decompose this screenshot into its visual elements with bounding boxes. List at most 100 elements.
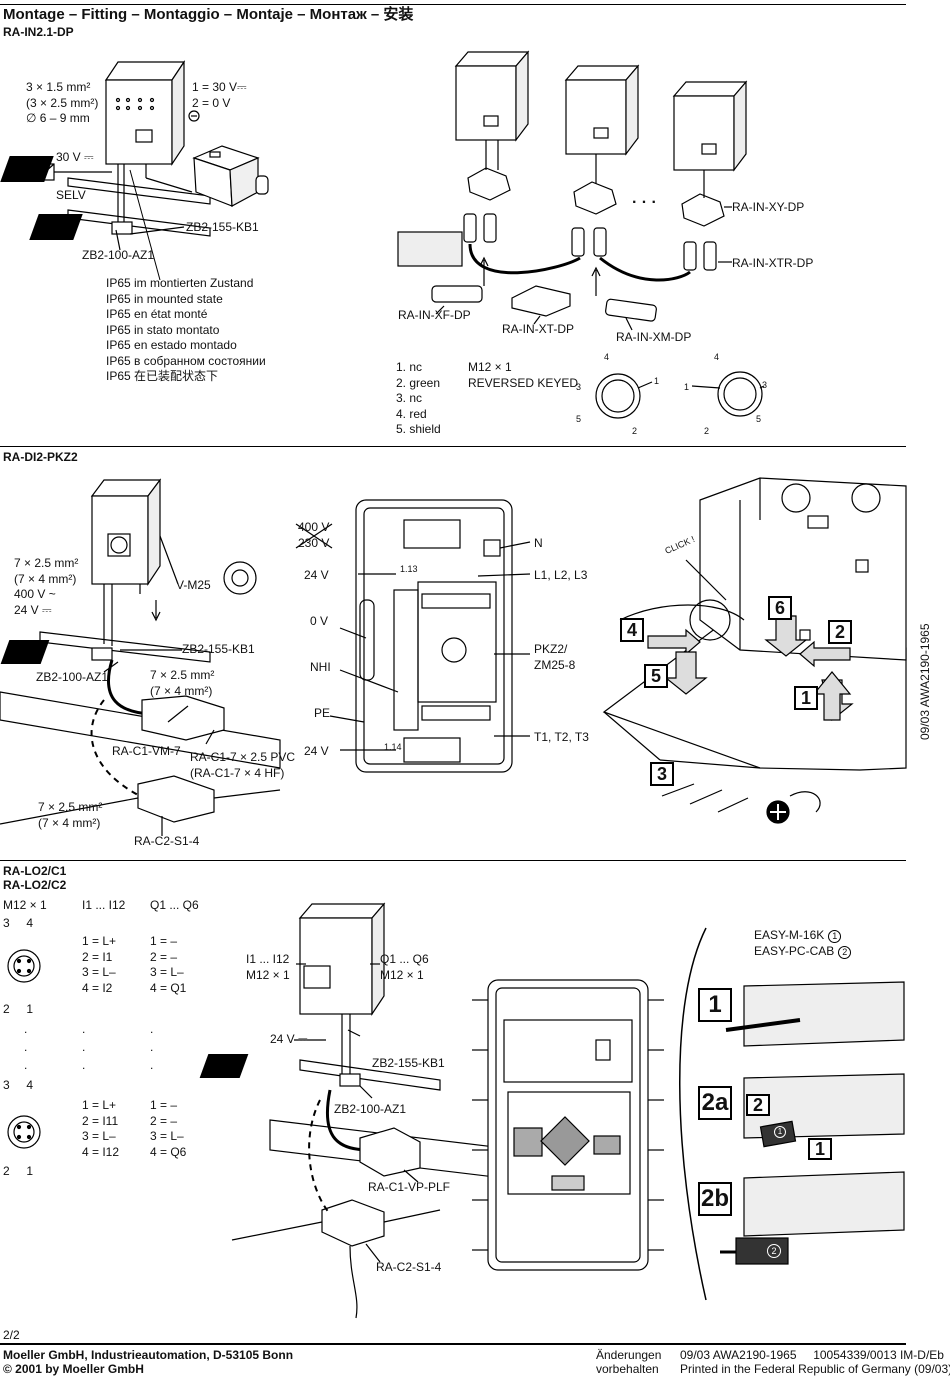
terminal-114: 1.14 (384, 742, 402, 752)
step-2-badge: 2 (828, 620, 852, 644)
section-title-ra-lo2-c2: RA-LO2/C2 (3, 878, 67, 892)
voltage-30v-label: 30 V ⎓ (56, 150, 94, 164)
footer-company: Moeller GmbH, Industrieautomation, D-531… (3, 1348, 294, 1362)
cable-spec-3: 7 × 2.5 mm²(7 × 4 mm²) (38, 800, 103, 830)
label-ra-in-xtr-dp: RA-IN-XTR-DP (732, 256, 814, 270)
continuation-dots: · · · (632, 194, 657, 211)
az1-label-di2: ZB2-100-AZ1 (36, 670, 109, 684)
top-rule (0, 4, 906, 5)
pin-numbers-top-b: 3 4 (3, 1078, 34, 1092)
page-number: 2/2 (3, 1328, 20, 1342)
label-ra-in-xy-dp: RA-IN-XY-DP (732, 200, 805, 214)
lo2-24v-label: 24 V ⎓ (270, 1032, 308, 1046)
selv-label: SELV (56, 188, 86, 202)
plf-label: RA-C1-VP-PLF (368, 1180, 451, 1194)
label-nhi: NHI (310, 660, 331, 674)
sub-step-1-badge: 1 (808, 1138, 832, 1160)
s14-label-di2: RA-C2-S1-4 (134, 834, 200, 848)
s14-label-lo2: RA-C2-S1-4 (376, 1260, 442, 1274)
label-n: N (534, 536, 543, 550)
module-b (564, 64, 640, 257)
label-t123: T1, T2, T3 (534, 730, 589, 744)
label-ra-in-xf-dp: RA-IN-XF-DP (398, 308, 471, 322)
label-pkz2: PKZ2/ZM25-8 (534, 642, 576, 672)
footer-copyright: © 2001 by Moeller GmbH (3, 1362, 144, 1376)
pin-numbers-bottom-b: 2 1 (3, 1164, 34, 1178)
contactor-install-drawing (602, 477, 907, 824)
section-title-ra-lo2-c1: RA-LO2/C1 (3, 864, 67, 878)
step-2a-box: 2a (698, 1086, 732, 1120)
page-title: Montage – Fitting – Montaggio – Montaje … (3, 6, 414, 23)
voltage-assignment: 1 = 30 V⎓2 = 0 V (192, 80, 247, 110)
kb1-label-di2: ZB2-155-KB1 (182, 642, 255, 656)
section-divider-2 (0, 860, 906, 861)
kb1-label: ZB2-155-KB1 (186, 220, 259, 234)
step-6-badge: 6 (768, 596, 792, 620)
label-ra-in-xm-dp: RA-IN-XM-DP (616, 330, 692, 344)
pin-numbers-bottom-a: 2 1 (3, 1002, 34, 1016)
output-pinout-last: 1 = –2 = –3 = L–4 = Q6 (150, 1098, 187, 1159)
step-2b-box: 2b (698, 1182, 732, 1216)
section-divider-1 (0, 446, 906, 447)
outputs-header: Q1 ... Q6 (150, 898, 199, 912)
plug-marker-1: 1 (774, 1126, 786, 1138)
din-rail-1 (67, 177, 211, 205)
step-4-badge: 4 (620, 618, 644, 642)
label-ra-in-xt-dp: RA-IN-XT-DP (502, 322, 574, 336)
az1-label: ZB2-100-AZ1 (82, 248, 155, 262)
module-c (672, 80, 748, 271)
section-title-ra-in21: RA-IN2.1-DP (3, 25, 74, 39)
label-l123: L1, L2, L3 (534, 568, 588, 582)
plug-marker-2: 2 (767, 1244, 781, 1258)
label-24v-b: 24 V (304, 744, 329, 758)
side-document-code: 09/03 AWA2190-1965 (918, 623, 932, 740)
az1-label-lo2: ZB2-100-AZ1 (334, 1102, 407, 1116)
step-1-badge: 1 (794, 686, 818, 710)
output-pinout-first: 1 = –2 = –3 = L–4 = Q1 (150, 934, 187, 995)
plug-connector-drawing (188, 110, 269, 207)
label-24v-a: 24 V (304, 568, 329, 582)
di2-module-drawing (90, 478, 257, 646)
cable-spec-di2: 7 × 2.5 mm²(7 × 4 mm²) 400 V ~24 V ⎓ (14, 556, 79, 617)
kb1-label-lo2: ZB2-155-KB1 (372, 1056, 445, 1070)
step-1-box: 1 (698, 988, 732, 1022)
footer-changes-2: vorbehalten (596, 1362, 659, 1376)
m12-label: M12 × 1 (3, 898, 47, 912)
lo2-module-drawing (296, 902, 386, 1082)
vm7-label: RA-C1-VM-7 (112, 744, 181, 758)
footer-reference: 09/03 AWA2190-1965 10054339/0013 IM-D/Eb (680, 1348, 944, 1362)
pvc-cable-label: RA-C1-7 × 2.5 PVC(RA-C1-7 × 4 HF) (190, 750, 296, 780)
crossed-400v: 400 V (298, 520, 330, 534)
footer-rule (0, 1343, 906, 1345)
in21-module-drawing (104, 60, 193, 232)
step-3-badge: 3 (650, 762, 674, 786)
lo2-pin-circles (7, 949, 41, 1149)
footer-printed: Printed in the Federal Republic of Germa… (680, 1362, 950, 1376)
step-5-badge: 5 (644, 664, 668, 688)
crossed-230v: 230 V (298, 536, 330, 550)
cable-spec-2: 7 × 2.5 mm²(7 × 4 mm²) (150, 668, 215, 698)
inputs-header: I1 ... I12 (82, 898, 126, 912)
cable-spec-in21: 3 × 1.5 mm²(3 × 2.5 mm²)∅ 6 – 9 mm (26, 80, 99, 125)
footer-changes-1: Änderungen (596, 1348, 662, 1362)
section-title-ra-di2: RA-DI2-PKZ2 (3, 450, 78, 464)
module-a (454, 50, 530, 243)
sub-step-2-badge: 2 (746, 1094, 770, 1116)
pin-numbers-top-a: 3 4 (3, 916, 34, 930)
easy-cable-drawing (679, 927, 905, 1301)
label-0v: 0 V (310, 614, 329, 628)
terminal-113: 1.13 (400, 564, 418, 574)
label-pe: PE (314, 706, 331, 720)
pkz2-enclosure-drawing (295, 499, 531, 773)
vm25-label: V-M25 (176, 578, 211, 592)
